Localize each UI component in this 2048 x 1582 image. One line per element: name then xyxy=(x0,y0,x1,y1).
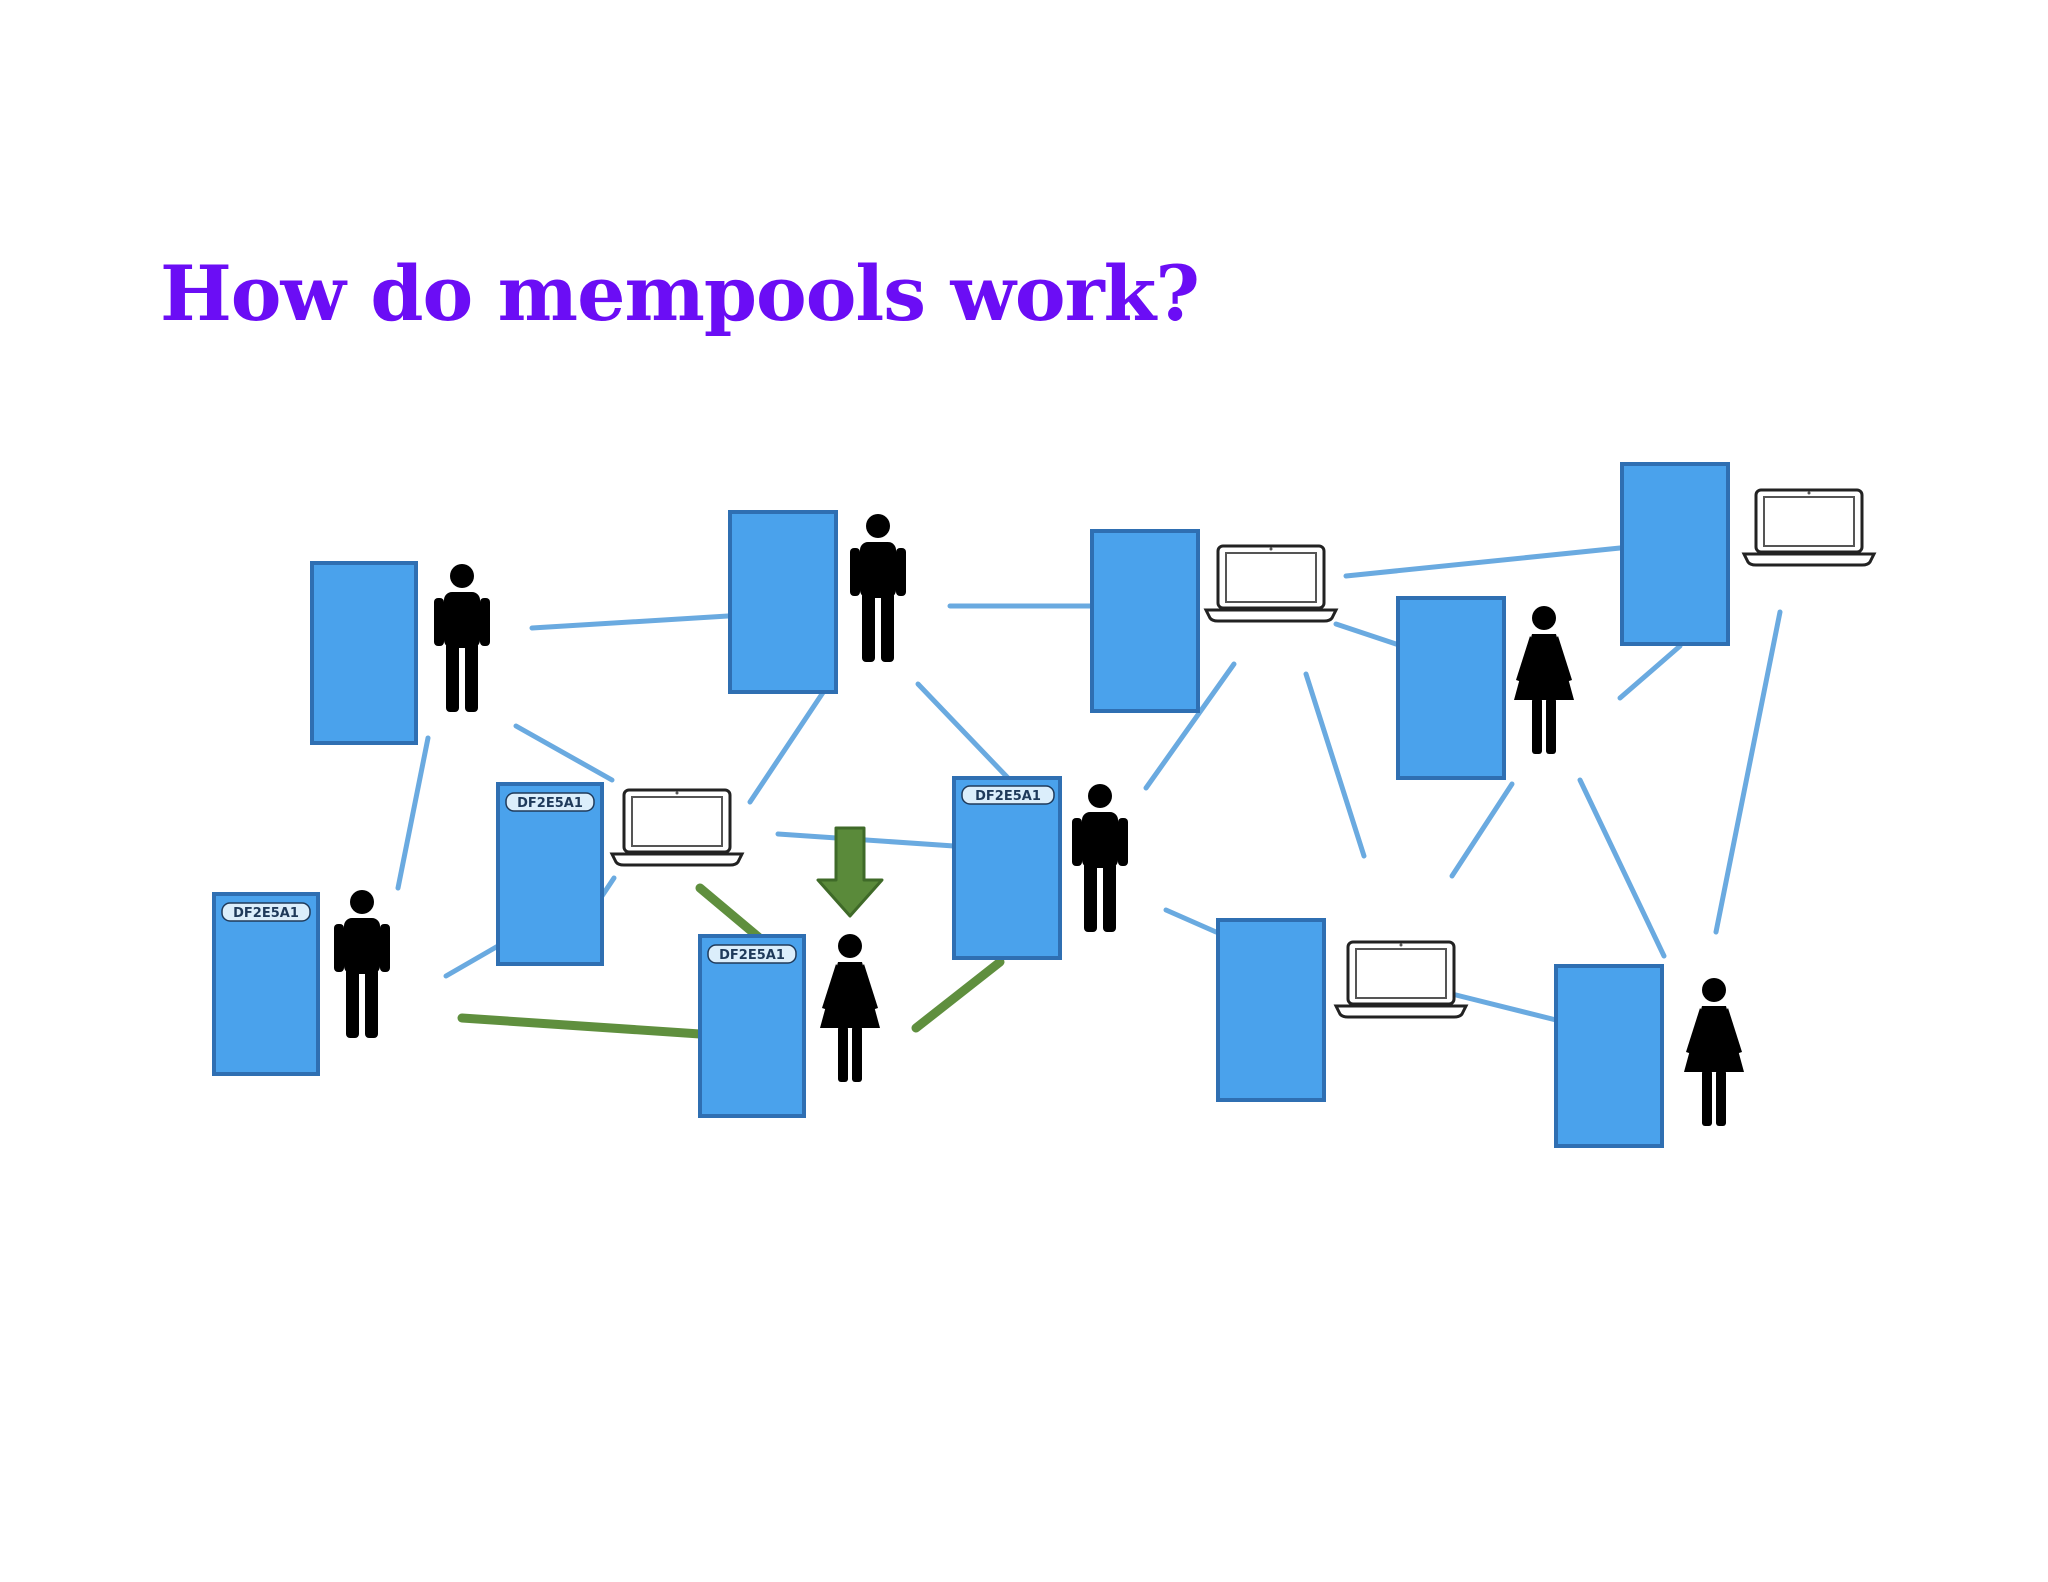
laptop-icon xyxy=(1742,488,1876,567)
person-female-icon xyxy=(1514,606,1574,754)
tx-path-link xyxy=(911,957,1005,1033)
laptop-icon xyxy=(1204,544,1338,623)
mempool-node xyxy=(1396,596,1506,780)
tx-path-link xyxy=(457,1013,705,1039)
network-link xyxy=(529,613,731,631)
laptop-icon xyxy=(1334,940,1468,1019)
network-link xyxy=(443,943,501,979)
mempool-node xyxy=(212,892,320,1076)
mempool-node xyxy=(1090,529,1200,713)
network-link xyxy=(513,723,615,783)
person-male-icon xyxy=(434,564,490,712)
mempool-node xyxy=(1620,462,1730,646)
network-link xyxy=(1449,991,1559,1023)
mempool-node xyxy=(1554,964,1664,1148)
network-link xyxy=(915,681,1011,781)
mempool-node xyxy=(496,782,604,966)
tx-tag: DF2E5A1 xyxy=(505,792,595,812)
person-male-icon xyxy=(850,514,906,662)
mempool-node xyxy=(310,561,418,745)
network-link xyxy=(1333,621,1399,647)
tx-tags: DF2E5A1 DF2E5A1 DF2E5A1 DF2E5A1 xyxy=(221,785,1055,964)
mempool-nodes xyxy=(212,462,1730,1148)
network-link xyxy=(747,685,829,805)
network-link xyxy=(1577,777,1667,959)
person-male-icon xyxy=(334,890,390,1038)
tx-tag-label: DF2E5A1 xyxy=(975,789,1041,804)
slide-title: How do mempools work? xyxy=(160,249,1200,338)
tx-tag: DF2E5A1 xyxy=(961,785,1055,805)
network-link xyxy=(775,831,957,849)
network-link xyxy=(1343,545,1623,579)
laptop-icon xyxy=(610,788,744,867)
network-link xyxy=(1617,643,1683,701)
mempool-node xyxy=(728,510,838,694)
network-link xyxy=(1303,671,1367,859)
tx-tag-label: DF2E5A1 xyxy=(517,796,583,811)
network-link xyxy=(395,735,431,891)
person-male-icon xyxy=(1072,784,1128,932)
mempool-node xyxy=(698,934,806,1118)
network-link xyxy=(1713,609,1783,935)
transaction-path xyxy=(457,883,1005,1039)
arrow-down-icon xyxy=(816,826,884,918)
tx-path-link xyxy=(695,883,767,945)
mempool-node xyxy=(1216,918,1326,1102)
tx-tag-label: DF2E5A1 xyxy=(233,906,299,921)
network-link xyxy=(1163,907,1219,935)
tx-tag: DF2E5A1 xyxy=(221,902,311,922)
person-female-icon xyxy=(1684,978,1744,1126)
tx-tag-label: DF2E5A1 xyxy=(719,948,785,963)
mempool-node xyxy=(952,776,1062,960)
network-link xyxy=(1449,781,1515,879)
tx-tag: DF2E5A1 xyxy=(707,944,797,964)
network-links xyxy=(395,545,1783,1023)
network-link xyxy=(1143,661,1237,791)
person-female-icon xyxy=(820,934,880,1082)
